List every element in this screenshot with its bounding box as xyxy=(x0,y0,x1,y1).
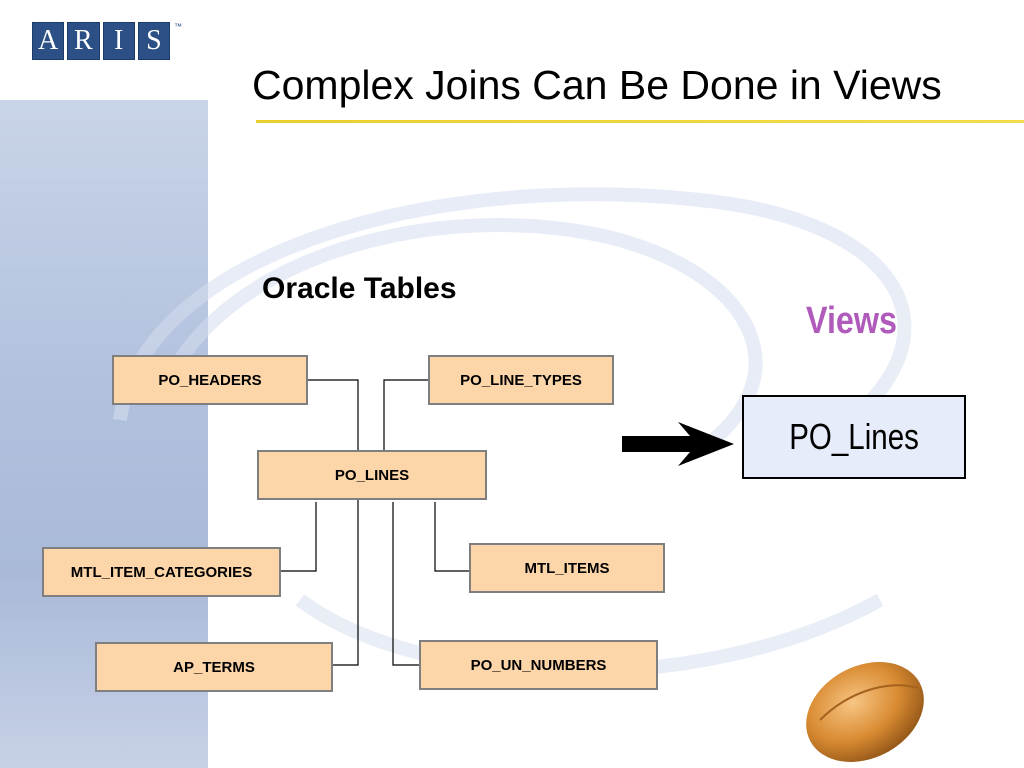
logo-letter: I xyxy=(102,22,135,60)
logo-trademark: ™ xyxy=(174,22,182,31)
computer-mouse-icon xyxy=(806,662,924,762)
title-underline xyxy=(256,120,1024,123)
connector-po-line-types xyxy=(383,379,428,452)
table-po-line-types: PO_LINE_TYPES xyxy=(428,355,614,405)
connector-mtl-items xyxy=(434,502,469,572)
aris-logo: A R I S ™ xyxy=(32,22,182,62)
oracle-tables-label: Oracle Tables xyxy=(262,272,457,305)
table-mtl-item-categories: MTL_ITEM_CATEGORIES xyxy=(42,547,281,597)
table-po-headers: PO_HEADERS xyxy=(112,355,308,405)
table-po-un-numbers: PO_UN_NUMBERS xyxy=(419,640,658,690)
logo-letter: S xyxy=(137,22,170,60)
logo-letter: A xyxy=(32,22,65,60)
table-po-lines: PO_LINES xyxy=(257,450,487,500)
view-po-lines-label: PO_Lines xyxy=(789,416,919,457)
view-po-lines: PO_Lines xyxy=(742,395,966,479)
connector-po-un-numbers xyxy=(392,502,419,666)
connector-po-headers xyxy=(308,379,359,666)
arrow-icon xyxy=(622,422,734,466)
slide-title: Complex Joins Can Be Done in Views xyxy=(252,62,942,108)
table-ap-terms: AP_TERMS xyxy=(95,642,333,692)
table-mtl-items: MTL_ITEMS xyxy=(469,543,665,593)
views-label: Views xyxy=(806,300,897,342)
logo-letter: R xyxy=(67,22,100,60)
connector-mtl-item-categories xyxy=(281,502,317,572)
